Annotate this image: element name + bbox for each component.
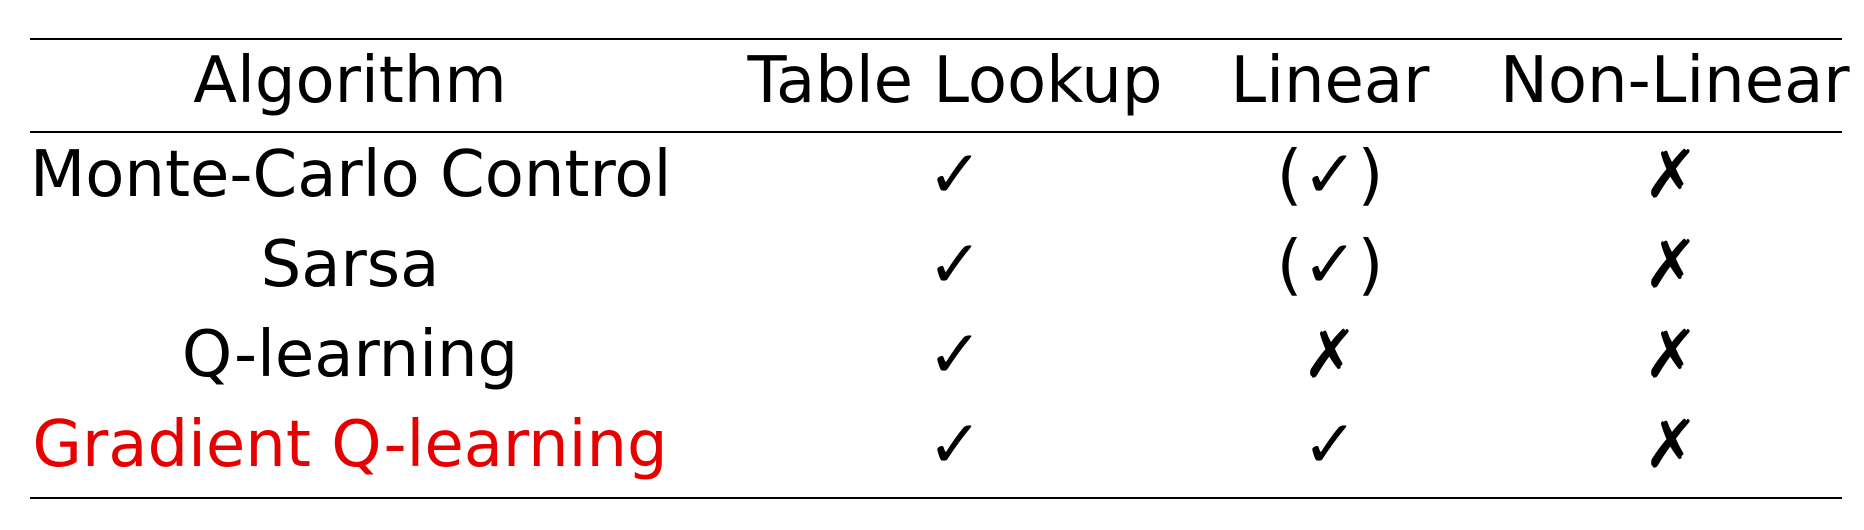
cross-icon: ✗	[1643, 226, 1699, 303]
header-algorithm: Algorithm	[193, 44, 507, 118]
check-icon: ✓	[1302, 406, 1358, 483]
check-icon: ✓	[927, 226, 983, 303]
check-icon: ✓	[927, 136, 983, 213]
row-algorithm-name: Q-learning	[181, 318, 519, 392]
partial-check-icon: (✓)	[1276, 226, 1384, 303]
cross-icon: ✗	[1302, 316, 1358, 393]
cross-icon: ✗	[1643, 406, 1699, 483]
cross-icon: ✗	[1643, 136, 1699, 213]
check-icon: ✓	[927, 406, 983, 483]
bottom-rule	[30, 497, 1842, 499]
row-algorithm-name: Monte-Carlo Control	[30, 138, 672, 212]
header-linear: Linear	[1230, 44, 1430, 118]
header-table-lookup: Table Lookup	[747, 44, 1163, 118]
cross-icon: ✗	[1643, 316, 1699, 393]
top-rule	[30, 38, 1842, 40]
row-algorithm-name: Sarsa	[260, 228, 440, 302]
header-rule	[30, 131, 1842, 133]
partial-check-icon: (✓)	[1276, 136, 1384, 213]
check-icon: ✓	[927, 316, 983, 393]
row-algorithm-name-highlighted: Gradient Q-learning	[32, 408, 668, 482]
header-non-linear: Non-Linear	[1500, 44, 1850, 118]
